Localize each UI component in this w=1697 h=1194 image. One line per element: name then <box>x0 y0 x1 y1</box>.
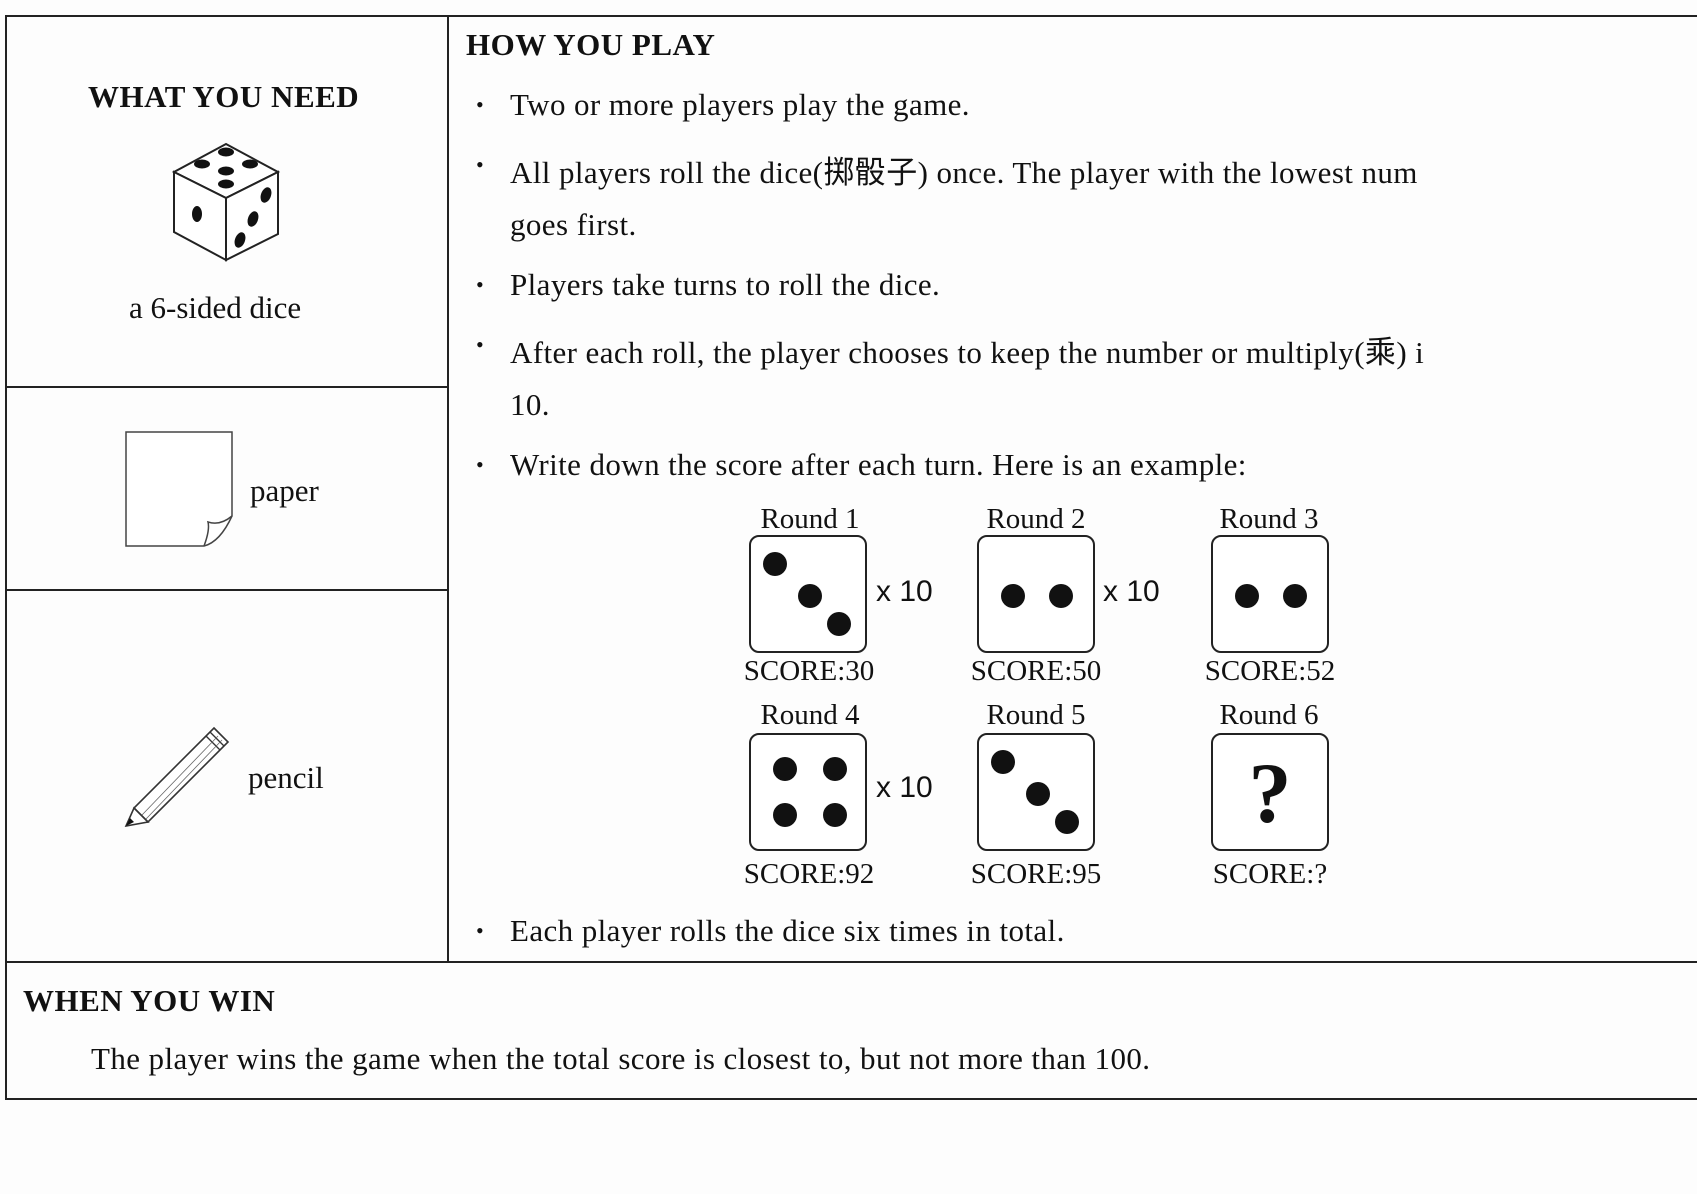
round-1-die <box>749 535 867 653</box>
round-2-score: SCORE:50 <box>970 655 1102 687</box>
round-1-multiplier: x 10 <box>876 575 933 608</box>
bullet-1: • <box>476 92 484 117</box>
round-3-label: Round 3 <box>1219 503 1319 535</box>
round-4-die <box>749 733 867 851</box>
dice-icon <box>171 142 281 262</box>
pip-2 <box>1283 584 1307 608</box>
pip-3 <box>1055 810 1079 834</box>
bullet-2: • <box>476 152 484 177</box>
pip-3 <box>773 803 797 827</box>
round-1-label: Round 1 <box>760 503 860 535</box>
row-divider-1 <box>5 386 448 388</box>
pip-3 <box>827 612 851 636</box>
rule-4-cont: 10. <box>510 387 550 422</box>
rule-2: All players roll the dice(掷骰子) once. The… <box>510 155 1418 190</box>
column-divider <box>447 15 449 963</box>
row-divider-2 <box>5 589 448 591</box>
round-3-die <box>1211 535 1329 653</box>
pip-1 <box>1001 584 1025 608</box>
win-heading: WHEN YOU WIN <box>23 983 276 1018</box>
round-4-multiplier: x 10 <box>876 771 933 804</box>
pencil-icon <box>124 726 230 828</box>
pip-1 <box>773 757 797 781</box>
bullet-4: • <box>476 332 484 357</box>
bullet-5: • <box>476 452 484 477</box>
round-4-label: Round 4 <box>760 699 860 731</box>
round-6-score: SCORE:? <box>1212 858 1328 890</box>
pip-2 <box>823 757 847 781</box>
dice-label: a 6-sided dice <box>129 290 302 325</box>
bullet-6: • <box>476 918 484 943</box>
game-instructions-sheet <box>5 15 1697 1100</box>
pip-1 <box>991 750 1015 774</box>
rule-4: After each roll, the player chooses to k… <box>510 335 1425 370</box>
pip-2 <box>1049 584 1073 608</box>
pip-4 <box>823 803 847 827</box>
round-1-score: SCORE:30 <box>743 655 875 687</box>
round-5-label: Round 5 <box>986 699 1086 731</box>
pip-1 <box>763 552 787 576</box>
round-5-die <box>977 733 1095 851</box>
round-3-score: SCORE:52 <box>1204 655 1336 687</box>
rule-3: Players take turns to roll the dice. <box>510 267 941 302</box>
pip-2 <box>798 584 822 608</box>
round-2-die <box>977 535 1095 653</box>
rule-2-cont: goes first. <box>510 207 637 242</box>
round-6-label: Round 6 <box>1219 699 1319 731</box>
round-5-score: SCORE:95 <box>970 858 1102 890</box>
unknown-roll-mark: ? <box>1248 745 1292 841</box>
rule-1: Two or more players play the game. <box>510 87 970 122</box>
rule-6: Each player rolls the dice six times in … <box>510 913 1065 948</box>
pencil-label: pencil <box>248 760 324 795</box>
rule-5: Write down the score after each turn. He… <box>510 447 1247 482</box>
bullet-3: • <box>476 272 484 297</box>
round-4-score: SCORE:92 <box>743 858 875 890</box>
round-6-die: ? <box>1211 733 1329 851</box>
pip-1 <box>1235 584 1259 608</box>
play-heading: HOW YOU PLAY <box>466 27 716 62</box>
round-2-multiplier: x 10 <box>1103 575 1160 608</box>
paper-icon <box>125 431 233 547</box>
win-divider <box>5 961 1697 963</box>
need-heading: WHAT YOU NEED <box>88 79 360 114</box>
paper-label: paper <box>250 473 319 508</box>
round-2-label: Round 2 <box>986 503 1086 535</box>
pip-2 <box>1026 782 1050 806</box>
win-text: The player wins the game when the total … <box>91 1041 1151 1076</box>
